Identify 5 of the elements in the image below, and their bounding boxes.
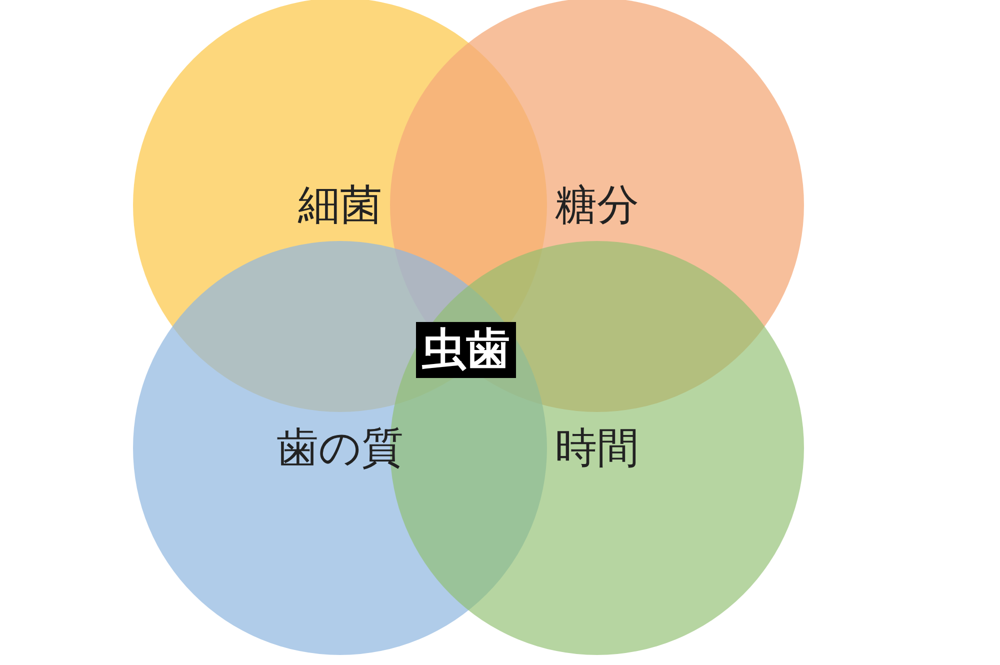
- set-label: 細菌: [298, 179, 382, 231]
- set-label: 糖分: [555, 179, 639, 231]
- set-label: 歯の質: [276, 422, 404, 474]
- set-label: 時間: [555, 422, 639, 474]
- center-label: 虫歯: [416, 322, 516, 378]
